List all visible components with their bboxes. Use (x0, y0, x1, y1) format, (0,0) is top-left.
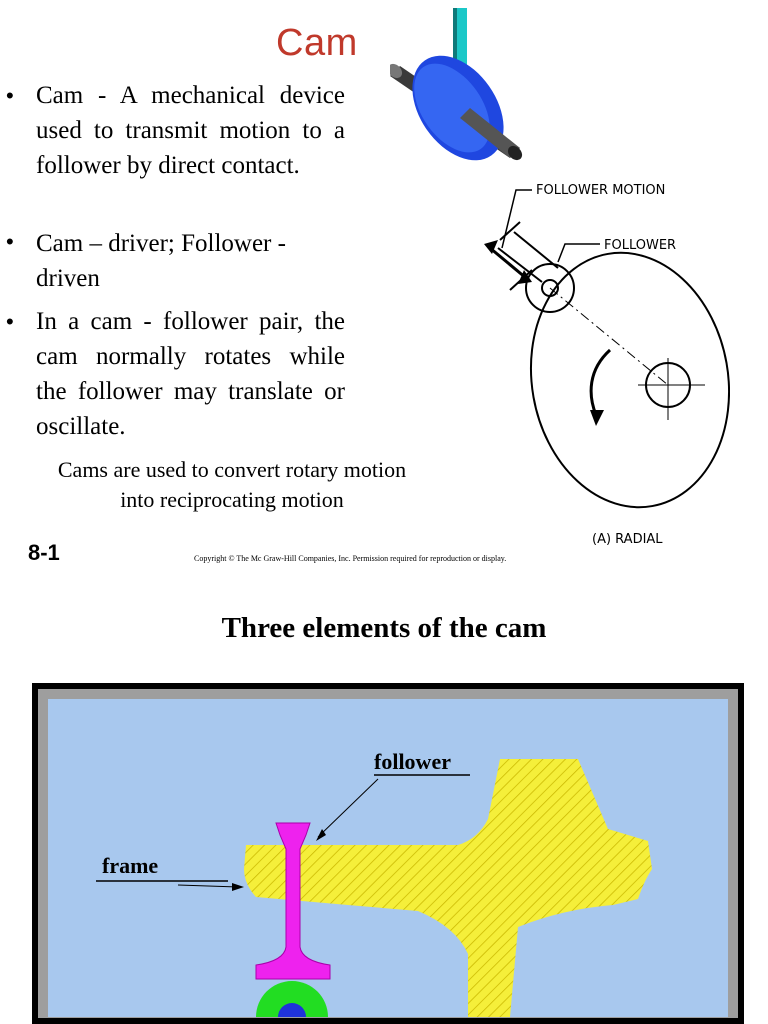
frame-arrowhead (232, 883, 244, 891)
bullet-symbol: • (6, 229, 14, 254)
bullet-text: In a cam - follower pair, the cam normal… (36, 308, 345, 440)
slide2-title: Three elements of the cam (221, 612, 547, 644)
label-follower: FOLLOWER (604, 238, 676, 253)
follower-roller (525, 263, 575, 313)
cam-outline (529, 251, 730, 509)
bullet-list: • Cam - A mechanical device used to tran… (0, 78, 345, 452)
bullet-text: Cam – driver; Follower - driven (36, 230, 286, 292)
follower-rod (455, 8, 467, 68)
slide-title: Cam (276, 22, 358, 64)
bullet-text: Cam - A mechanical device used to transm… (36, 82, 345, 179)
bullet-symbol: • (6, 83, 14, 108)
leader-follower (557, 243, 600, 263)
dash-centerline (549, 287, 669, 386)
rotation-arrowhead (590, 410, 604, 426)
label-radial: (A) RADIAL (592, 532, 663, 547)
follower-rod-shade (453, 8, 457, 68)
follower-arrowhead (316, 829, 326, 841)
follower-body (255, 822, 331, 980)
arrowhead-up (484, 240, 498, 254)
bullet-symbol: • (6, 309, 14, 334)
diagram-canvas: follower frame (48, 699, 728, 1017)
cam-disc-face (414, 63, 490, 153)
cams-note: Cams are used to convert rotary motion i… (57, 457, 407, 512)
follower-arm-edge (513, 231, 559, 269)
frame-body (244, 759, 652, 1017)
cam-3d-illustration (390, 8, 523, 161)
copyright-notice: Copyright © The Mc Graw-Hill Companies, … (194, 554, 507, 563)
label-frame: frame (102, 853, 158, 878)
rotation-arrow (589, 348, 612, 416)
roller-pin (541, 279, 559, 297)
shaft-front (460, 108, 520, 158)
arrowhead-down (518, 270, 532, 284)
leader-motion (501, 189, 532, 249)
shaft-start (390, 63, 403, 79)
cam-elements-diagram: follower frame (32, 683, 744, 1024)
bullet-item: • Cam – driver; Follower - driven (0, 226, 345, 296)
bullet-item: • Cam - A mechanical device used to tran… (0, 78, 345, 218)
cam-disc (256, 981, 328, 1017)
follower-arm (497, 247, 543, 283)
shaft-end (507, 145, 523, 161)
follower-leader (317, 778, 379, 838)
guide (499, 221, 521, 241)
diagram-border: follower frame (38, 689, 738, 1018)
label-follower: follower (374, 749, 451, 774)
frame-leader (177, 884, 239, 888)
label-follower-motion: FOLLOWER MOTION (536, 183, 665, 198)
cam-hub (278, 1003, 306, 1017)
slide-number: 8-1 (28, 540, 60, 565)
motion-arrow (489, 246, 527, 280)
radial-cam-drawing: FOLLOWER MOTION FOLLOWER (A) RADIAL (484, 183, 730, 547)
bullet-item: • In a cam - follower pair, the cam norm… (0, 304, 345, 444)
